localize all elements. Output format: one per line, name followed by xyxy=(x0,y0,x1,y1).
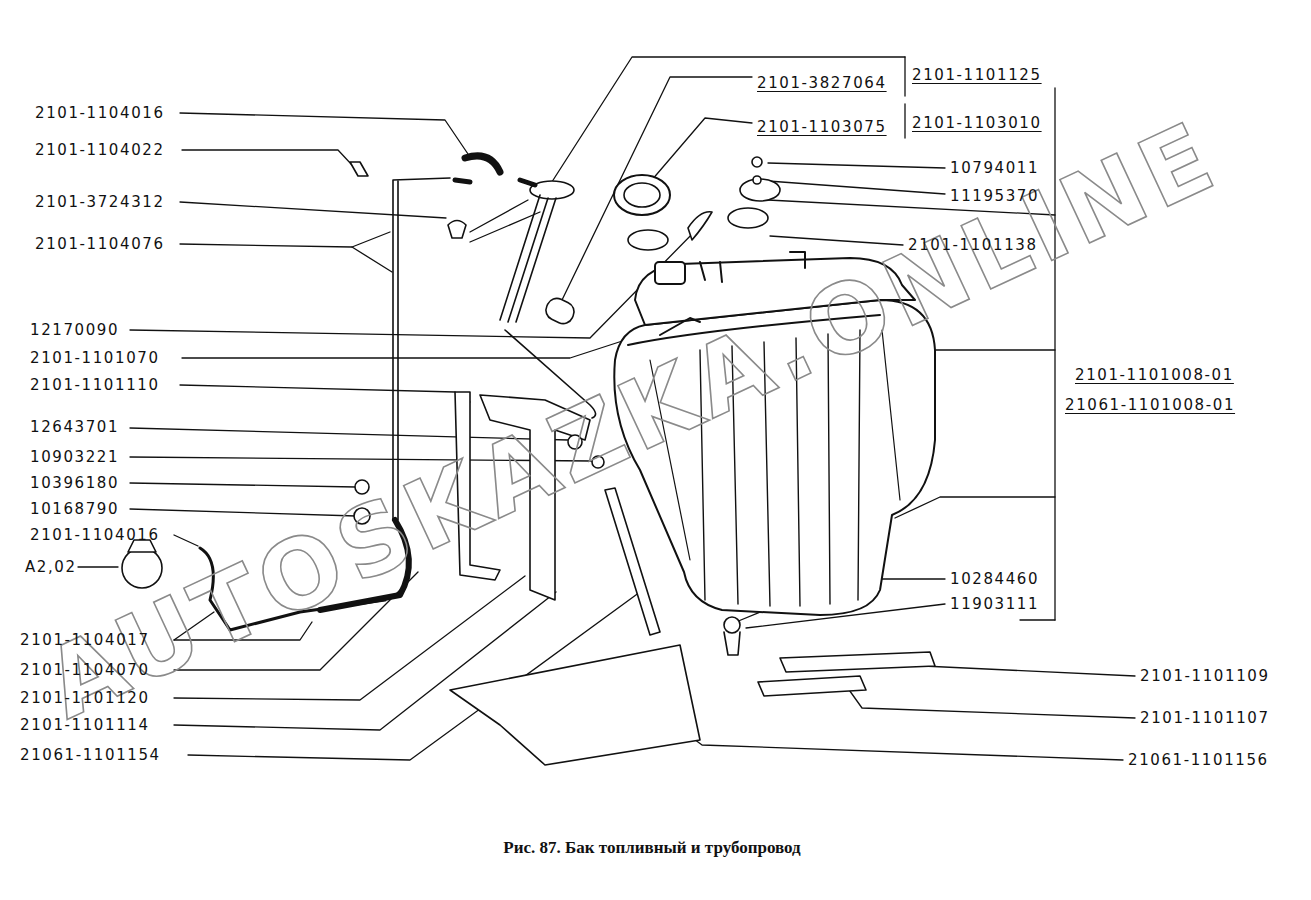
part-number: 2101-1101070 xyxy=(30,349,160,367)
part-number: 21061-1101154 xyxy=(20,746,161,764)
part-number: А2,02 xyxy=(25,558,77,576)
part-number: 2101-1104016 xyxy=(35,104,165,122)
part-number: 11903111 xyxy=(950,595,1039,613)
part-number: 2101-1101138 xyxy=(908,236,1038,254)
part-number: 2101-1104022 xyxy=(35,141,165,159)
part-number: 2101-1101109 xyxy=(1140,667,1270,685)
part-number: 2101-1104070 xyxy=(20,661,150,679)
part-number: 2101-1104016 xyxy=(30,526,160,544)
part-number: 2101-1103010 xyxy=(912,114,1042,132)
part-number: 11195370 xyxy=(950,187,1039,205)
part-number: 2101-1101114 xyxy=(20,716,150,734)
part-number: 10284460 xyxy=(950,570,1039,588)
part-number: 2101-1101110 xyxy=(30,376,160,394)
part-number: 10794011 xyxy=(950,159,1039,177)
part-number: 10903221 xyxy=(30,448,119,466)
part-number: 2101-1104017 xyxy=(20,631,150,649)
part-number: 2101-1103075 xyxy=(757,118,887,136)
part-number: 10168790 xyxy=(30,500,119,518)
part-number: 2101-1104076 xyxy=(35,235,165,253)
part-number: 2101-1101120 xyxy=(20,689,150,707)
part-number: 12643701 xyxy=(30,418,119,436)
part-number: 2101-1101008-01 xyxy=(1075,366,1234,384)
part-number: 10396180 xyxy=(30,474,119,492)
part-number: 12170090 xyxy=(30,321,119,339)
part-number: 21061-1101156 xyxy=(1128,751,1269,769)
part-number: 2101-3827064 xyxy=(757,74,887,92)
part-number: 2101-1101125 xyxy=(912,66,1042,84)
part-number: 2101-1101107 xyxy=(1140,709,1270,727)
figure-caption: Рис. 87. Бак топливный и трубопровод xyxy=(503,838,800,858)
part-number: 21061-1101008-01 xyxy=(1065,396,1235,414)
part-number: 2101-3724312 xyxy=(35,193,165,211)
